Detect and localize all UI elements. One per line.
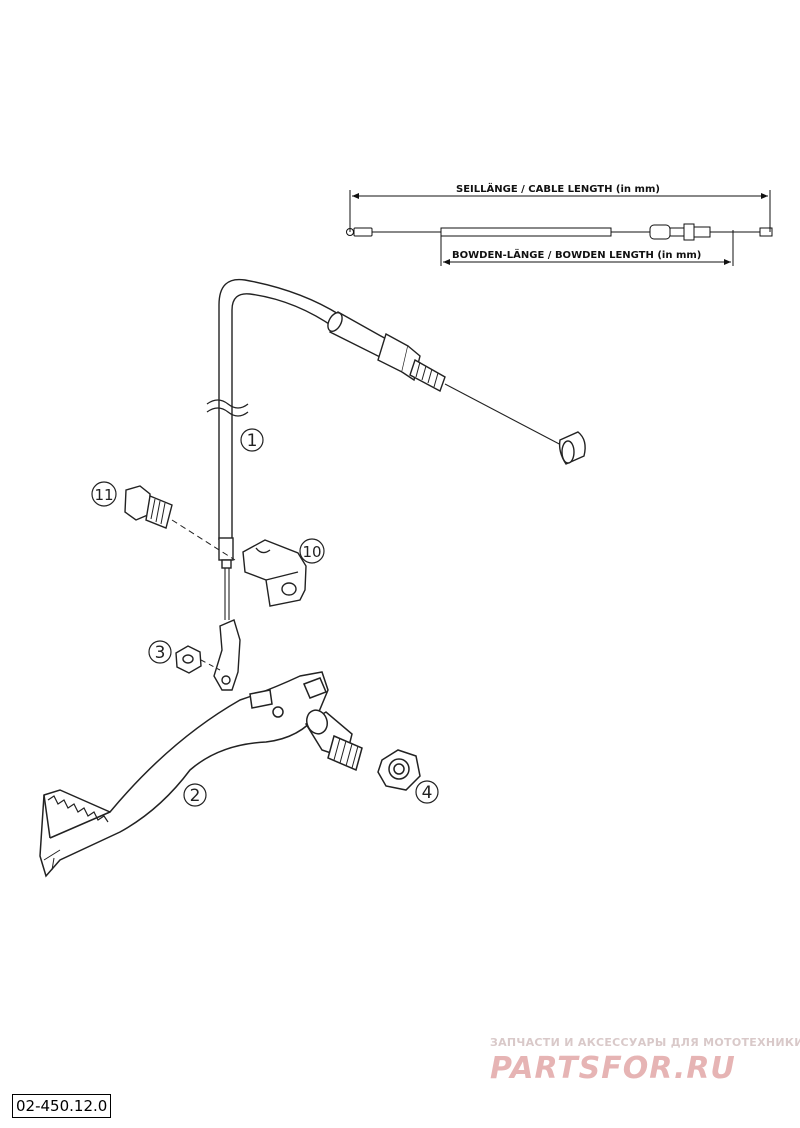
- callout-4: 4: [415, 780, 439, 804]
- watermark-brand: PARTSFOR.RU: [490, 1051, 736, 1086]
- pedal-nut: [377, 749, 421, 791]
- brake-cable: [206, 278, 586, 620]
- callout-10: 10: [299, 538, 325, 564]
- callout-10-label: 10: [302, 543, 321, 561]
- bracket-bolt: [124, 485, 236, 561]
- callout-2: 2: [183, 783, 207, 807]
- callout-4-label: 4: [422, 783, 433, 803]
- cable-length-label: SEILLÄNGE / CABLE LENGTH (in mm): [456, 181, 660, 195]
- callout-2-label: 2: [190, 786, 201, 806]
- bowden-length-label: BOWDEN-LÄNGE / BOWDEN LENGTH (in mm): [452, 247, 701, 261]
- callout-3-label: 3: [155, 643, 166, 663]
- small-nut: [175, 645, 221, 674]
- callout-11: 11: [91, 481, 117, 507]
- callout-1: 1: [240, 428, 264, 452]
- cable-bracket: [242, 539, 307, 607]
- callout-11-label: 11: [94, 486, 113, 504]
- callout-1-label: 1: [247, 431, 258, 451]
- callout-3: 3: [148, 640, 172, 664]
- cable-end-lever: [213, 619, 241, 691]
- watermark-tagline: ЗАПЧАСТИ И АКСЕССУАРЫ ДЛЯ МОТОТЕХНИКИ: [490, 1036, 800, 1049]
- cable-dimension-diagram: [346, 190, 773, 266]
- brake-pedal: [39, 671, 363, 878]
- diagram-code: 02-450.12.0: [12, 1094, 112, 1118]
